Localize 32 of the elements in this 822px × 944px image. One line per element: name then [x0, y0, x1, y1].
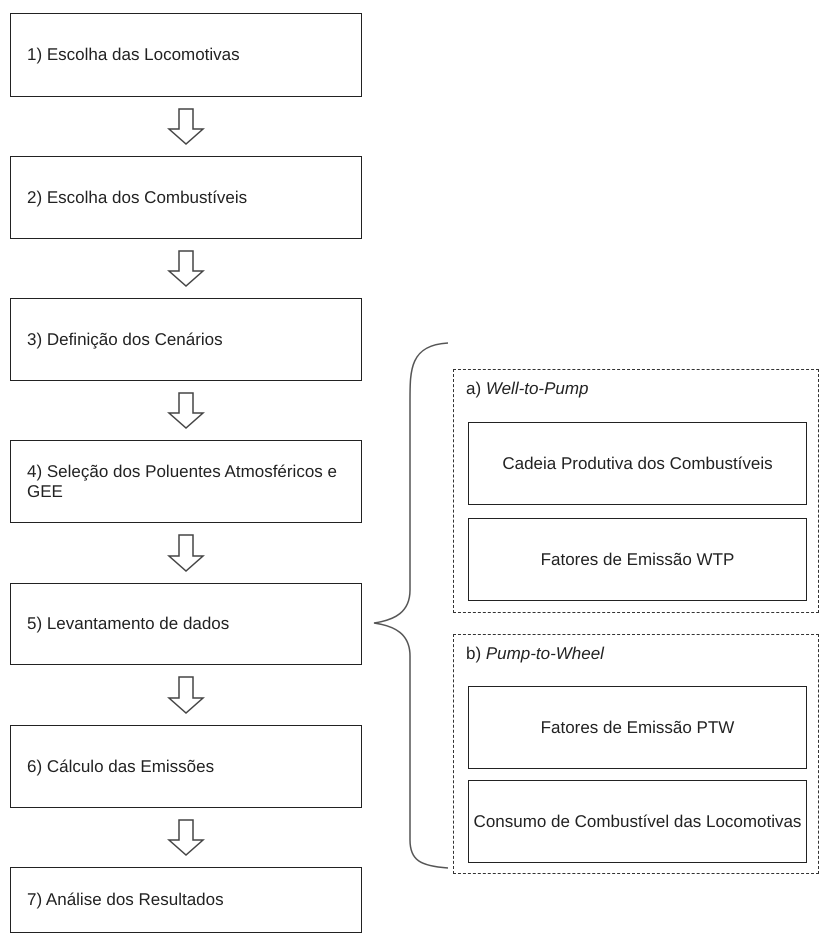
- box-label: 2) Escolha dos Combustíveis: [27, 188, 248, 208]
- block-arrow: [167, 534, 205, 572]
- box-label: 6) Cálculo das Emissões: [27, 756, 214, 776]
- box-label: Consumo de Combustível das Locomotivas: [474, 812, 802, 832]
- block-arrow: [167, 392, 205, 429]
- process-box: [10, 156, 362, 239]
- box-label: 3) Definição dos Cenários: [27, 330, 223, 350]
- block-arrow: [167, 819, 205, 856]
- group-title: b) Pump-to-Wheel: [466, 644, 604, 664]
- process-box: [10, 867, 362, 933]
- block-arrow: [167, 676, 205, 714]
- box-label: 1) Escolha das Locomotivas: [27, 45, 240, 65]
- process-box: [10, 725, 362, 808]
- box-label: Fatores de Emissão PTW: [540, 718, 734, 738]
- process-box: [10, 440, 362, 523]
- box-label: 4) Seleção dos Poluentes Atmosféricos e GEE: [27, 462, 338, 502]
- dashed-group-box: [453, 634, 819, 874]
- box-label: Fatores de Emissão WTP: [540, 550, 734, 570]
- block-arrow: [167, 108, 205, 145]
- block-arrow: [167, 250, 205, 287]
- box-label: 5) Levantamento de dados: [27, 614, 230, 634]
- process-box: [10, 13, 362, 97]
- process-box: [468, 686, 807, 769]
- process-box: [468, 422, 807, 505]
- box-label: Cadeia Produtiva dos Combustíveis: [502, 454, 773, 474]
- dashed-group-box: [453, 369, 819, 613]
- process-box: [10, 583, 362, 665]
- box-label: 7) Análise dos Resultados: [27, 890, 224, 910]
- process-box: [468, 518, 807, 601]
- process-box: [468, 780, 807, 863]
- group-title: a) Well-to-Pump: [466, 379, 588, 399]
- process-box: [10, 298, 362, 381]
